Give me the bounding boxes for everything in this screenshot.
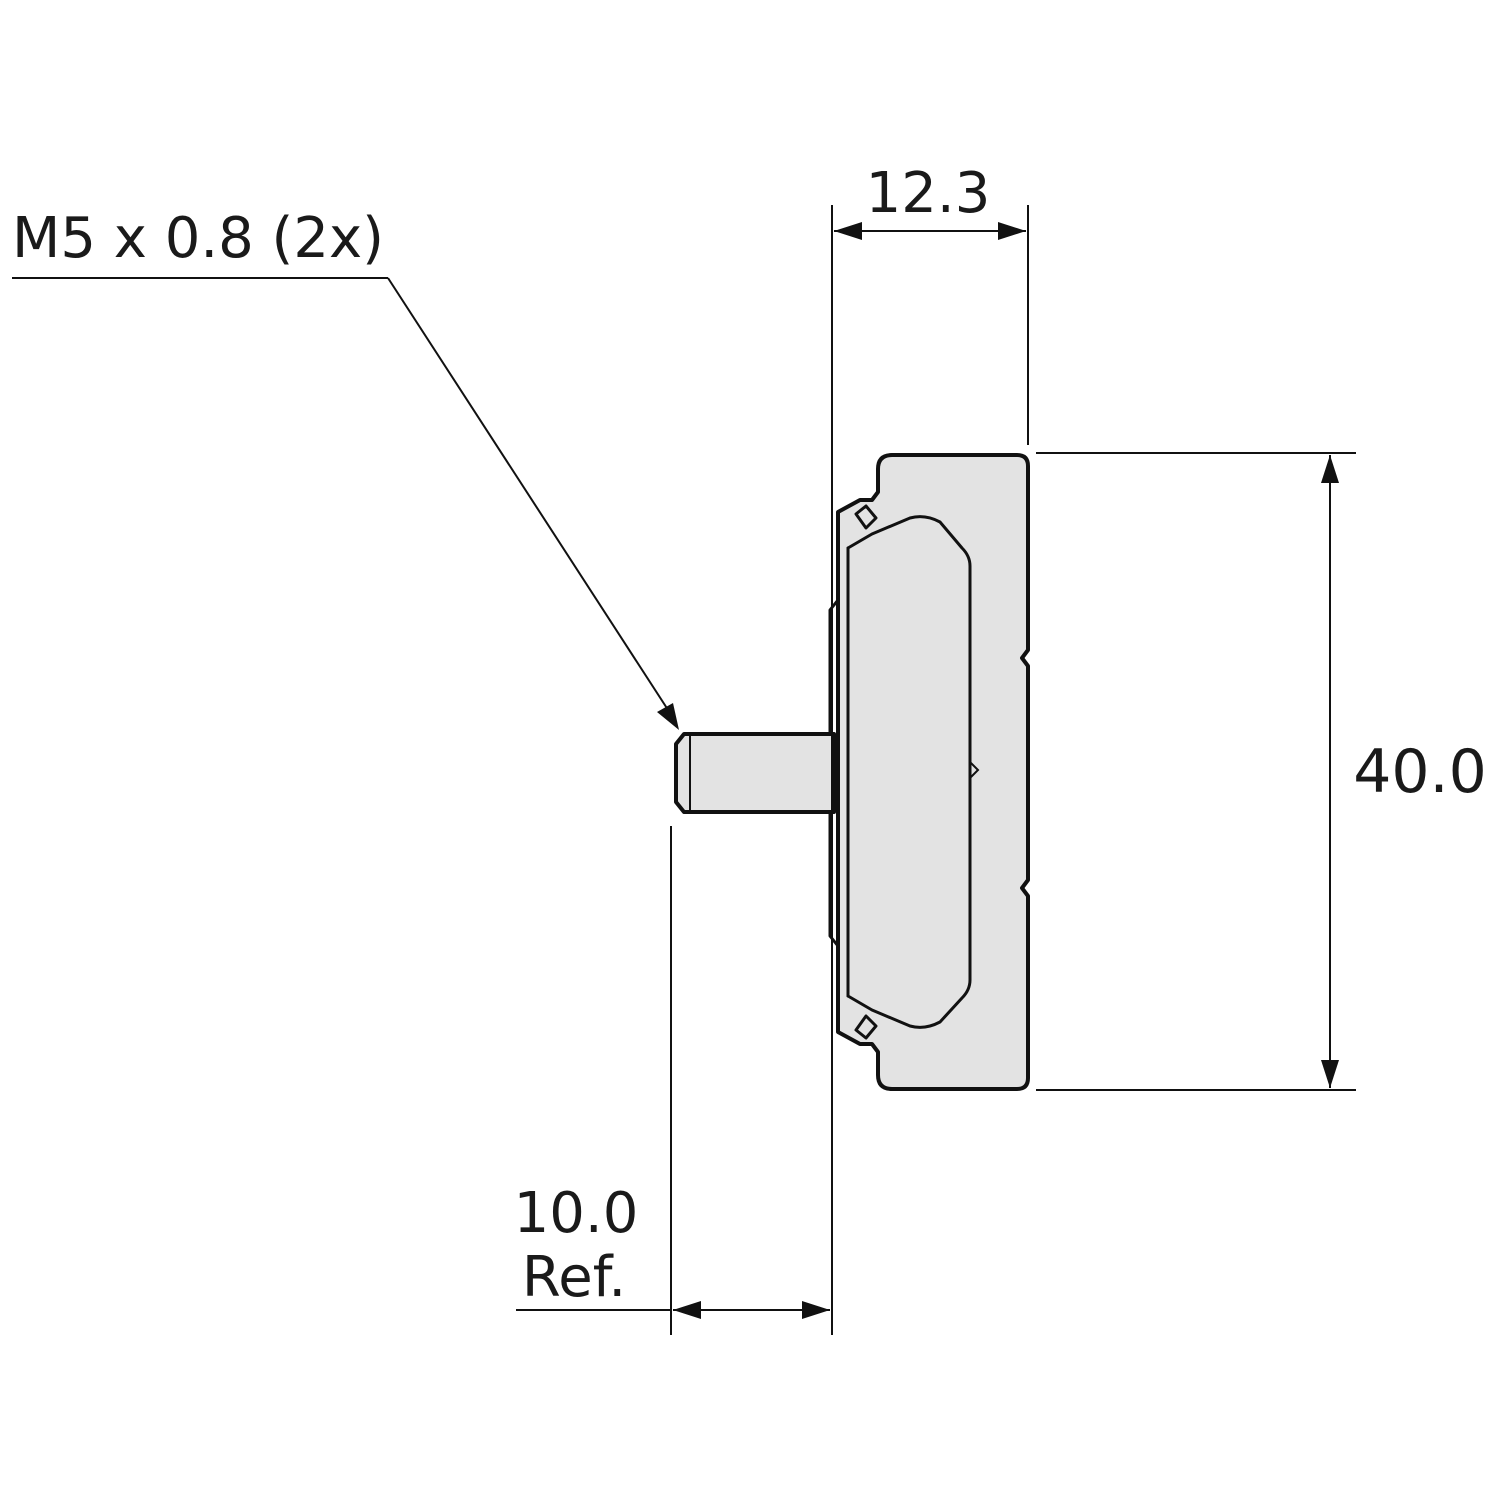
bottom-notch: [854, 1014, 878, 1040]
main-block: [836, 453, 1030, 1091]
callout-label: M5 x 0.8 (2x): [12, 206, 384, 271]
stud-note: Ref.: [522, 1245, 626, 1310]
height-value: 40.0: [1353, 737, 1487, 807]
dimension-stud: 10.0 Ref.: [514, 1181, 830, 1319]
thread-callout: M5 x 0.8 (2x): [12, 206, 679, 730]
part-side-view: [828, 453, 1030, 1091]
stud-value: 10.0: [514, 1181, 639, 1246]
center-mark: [969, 761, 980, 779]
dimension-height: 40.0: [1321, 455, 1487, 1088]
top-notch: [854, 504, 878, 530]
width-value: 12.3: [866, 161, 991, 226]
inner-plate: [846, 515, 972, 1029]
stud-body: [674, 732, 836, 814]
dimension-width: 12.3: [834, 161, 1026, 240]
extension-lines: [670, 205, 1356, 1335]
threaded-stud: [674, 732, 836, 814]
